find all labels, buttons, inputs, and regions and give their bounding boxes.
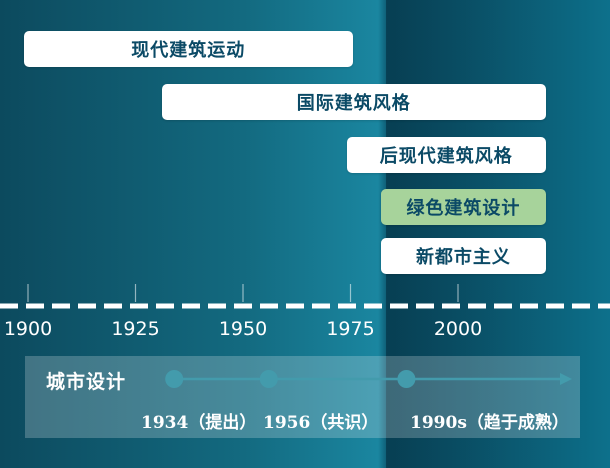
axis-tick-label: 1975	[326, 318, 375, 340]
event-label: 1990s（趋于成熟）	[410, 413, 569, 433]
movement-bar: 后现代建筑风格	[346, 137, 546, 173]
event-marker	[397, 370, 416, 388]
movement-bar: 国际建筑风格	[161, 84, 546, 120]
arrow-head-icon	[560, 373, 572, 385]
movement-bar: 现代建筑运动	[24, 31, 353, 67]
axis-tick-label: 2000	[433, 318, 483, 340]
axis-tick-label: 1900	[3, 318, 53, 340]
event-marker	[259, 370, 278, 388]
event-label: 1956（共识）	[263, 413, 379, 433]
urban-design-title: 城市设计	[46, 371, 127, 393]
recent-period-band	[386, 0, 610, 468]
event-label: 1934（提出）	[141, 413, 257, 433]
axis-tick-label: 1925	[111, 318, 160, 340]
movement-bar: 绿色建筑设计	[380, 189, 546, 225]
event-marker	[165, 370, 184, 388]
urban-design-panel	[25, 356, 580, 438]
axis-tick-label: 1950	[218, 318, 268, 340]
movement-bar: 新都市主义	[380, 238, 546, 274]
